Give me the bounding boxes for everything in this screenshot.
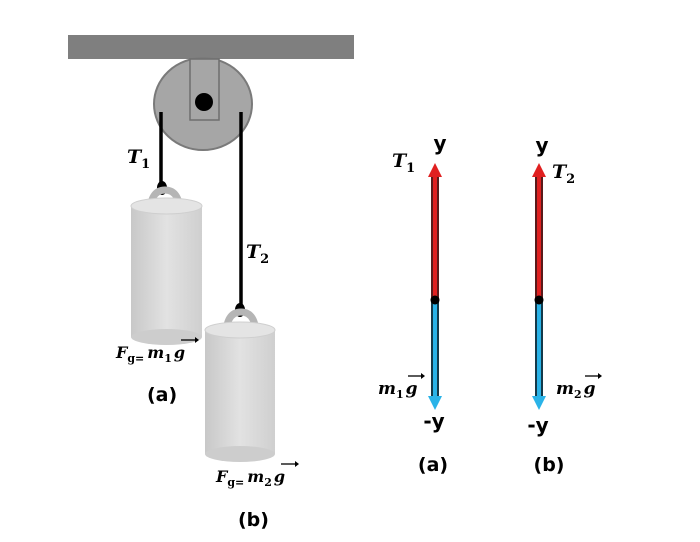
mass-left <box>130 186 203 345</box>
tension-label-left: T1 <box>127 146 150 172</box>
vector-arrowhead-g-right <box>295 461 299 467</box>
fbd-a-axis-bottom: -y <box>423 409 444 433</box>
fbd-b-body-point <box>534 295 544 305</box>
vector-arrowhead-g-left <box>195 337 199 343</box>
fbd-b-vector-arrowhead <box>598 373 602 379</box>
fbd-b <box>532 163 546 410</box>
fbd-b-axis-bottom: -y <box>527 413 548 437</box>
fbd-b-tension-label: T2 <box>552 161 575 187</box>
fbd-a-vector-arrowhead <box>421 373 425 379</box>
tension-label-right: T2 <box>246 241 269 267</box>
fbd-b-weight-arrowhead <box>532 396 546 410</box>
fbd-a-tension-arrowhead <box>428 163 442 177</box>
pulley-label-a: (a) <box>147 384 177 406</box>
fbd-b-axis-top: y <box>535 133 548 157</box>
mass-right <box>204 308 276 462</box>
fbd-a-axis-top: y <box>433 131 446 155</box>
fbd-b-tension-arrowhead <box>532 163 546 177</box>
pulley-axle <box>195 93 213 111</box>
fbd-b-label: (b) <box>534 454 565 476</box>
ceiling-beam <box>68 35 354 59</box>
fbd-a-weight-arrowhead <box>428 396 442 410</box>
fbd-a-body-point <box>430 295 440 305</box>
fbd-a-tension-label: T1 <box>392 150 415 176</box>
fbd-a-label: (a) <box>418 454 448 476</box>
fbd-a <box>428 163 442 410</box>
pulley-label-b: (b) <box>238 509 269 531</box>
